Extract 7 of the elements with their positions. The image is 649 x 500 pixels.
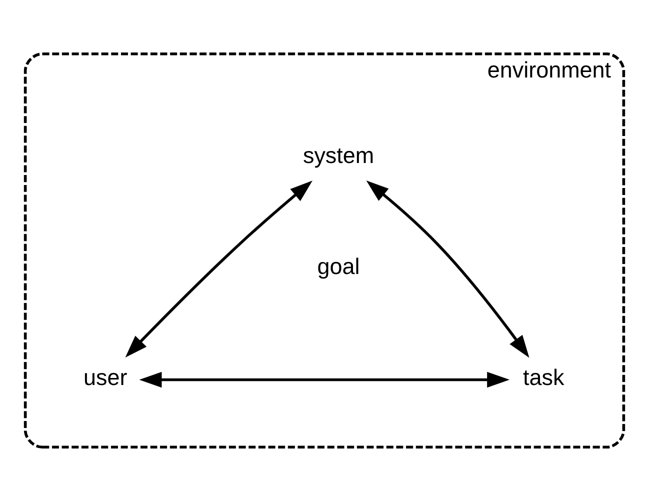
node-text: task [523,364,564,390]
arrow [125,180,312,357]
node-text: system [302,142,374,168]
node-text: user [84,364,128,390]
arrow [139,371,510,388]
arrow [366,180,530,358]
label: goal [317,254,360,279]
